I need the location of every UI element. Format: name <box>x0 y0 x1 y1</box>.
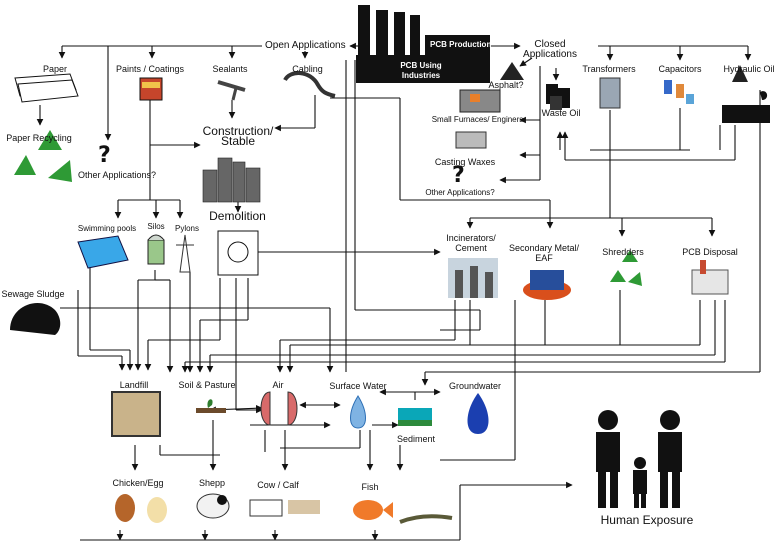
label-factory-top: PCB Production <box>430 40 492 49</box>
label-incinerators: Incinerators/ Cement <box>446 233 496 253</box>
label-waste-oil: Waste Oil <box>541 108 581 118</box>
pcb-disposal-icon <box>691 260 729 295</box>
label-asphalt: Asphalt? <box>488 80 524 90</box>
hydraulic-oil-icon <box>722 65 770 123</box>
label-sealants: Sealants <box>212 64 248 74</box>
factory-icon <box>356 5 490 83</box>
label-swimming-pools: Swimming pools <box>77 224 137 233</box>
casting-wax-icon <box>455 131 487 149</box>
label-casting-waxes: Casting Waxes <box>434 157 496 167</box>
cable-icon <box>283 71 336 98</box>
cow-icon <box>249 499 320 517</box>
label-groundwater: Groundwater <box>448 381 502 391</box>
waste-oil-icon <box>546 84 570 110</box>
buildings-icon <box>202 157 261 203</box>
question-icon-closed: ? <box>452 163 465 188</box>
fish-icon <box>353 500 453 524</box>
landfill-icon <box>111 391 161 437</box>
furnace-icon <box>459 89 501 113</box>
label-other-applications-open: Other Applications? <box>78 170 157 180</box>
label-construction: Construction/ Stable <box>202 124 274 148</box>
label-demolition: Demolition <box>209 209 266 223</box>
label-pcb-disposal: PCB Disposal <box>682 247 738 257</box>
label-chicken: Chicken/Egg <box>112 478 164 488</box>
human-silhouette-icon <box>596 410 682 508</box>
label-air: Air <box>272 380 284 390</box>
label-landfill: Landfill <box>119 380 149 390</box>
label-sheep: Shepp <box>198 478 226 488</box>
demolition-icon <box>217 230 259 276</box>
label-paper: Paper <box>42 64 68 74</box>
asphalt-icon <box>500 62 524 80</box>
groundwater-drop-icon <box>467 393 489 434</box>
label-surface-water: Surface Water <box>329 381 387 391</box>
label-sediment: Sediment <box>396 434 436 444</box>
sludge-icon <box>10 302 61 335</box>
label-soil: Soil & Pasture <box>178 380 236 390</box>
plant-icon <box>196 399 226 413</box>
incinerator-icon <box>448 258 498 298</box>
label-silos: Silos <box>147 222 165 231</box>
label-factory-bottom: PCB Using Industries <box>400 61 442 80</box>
sediment-icon <box>398 408 432 426</box>
capacitor-icon <box>664 80 694 104</box>
paper-stack-icon <box>14 73 79 103</box>
sealant-gun-icon <box>217 80 246 101</box>
label-human-exposure: Human Exposure <box>600 513 694 527</box>
recycle-icon <box>14 130 72 182</box>
label-shredders: Shredders <box>602 247 644 257</box>
paint-bucket-icon <box>139 77 163 101</box>
label-sewage-sludge: Sewage Sludge <box>1 289 65 299</box>
label-capacitors: Capacitors <box>658 64 702 74</box>
label-small-furnaces: Small Furnaces/ Enginers <box>431 115 524 124</box>
label-cabling: Cabling <box>292 64 323 74</box>
lungs-icon <box>260 391 298 426</box>
label-other-applications-closed: Other Applications? <box>425 188 495 197</box>
label-pylons: Pylons <box>174 224 199 233</box>
label-closed-applications: Closed Applications <box>523 39 577 60</box>
label-paper-recycling: Paper Recycling <box>6 133 72 143</box>
silo-icon <box>147 234 165 265</box>
label-secondary-metal: Secondary Metal/ EAF <box>508 243 580 263</box>
label-cow: Cow / Calf <box>257 480 299 490</box>
sheep-icon <box>196 493 230 519</box>
pylon-icon <box>176 234 194 273</box>
transformer-icon <box>599 77 621 109</box>
swimming-pool-icon <box>77 235 129 269</box>
label-paints: Paints / Coatings <box>115 64 185 74</box>
label-transformers: Transformers <box>582 64 636 74</box>
shredder-recycle-icon <box>610 250 642 286</box>
question-icon: ? <box>98 143 111 168</box>
label-fish: Fish <box>361 482 379 492</box>
chicken-icon <box>115 494 167 523</box>
water-drop-icon <box>350 395 366 429</box>
eaf-icon <box>523 270 571 300</box>
label-open-applications: Open Applications <box>263 40 348 51</box>
label-hydraulic-oil: Hydraulic Oil <box>723 64 775 74</box>
